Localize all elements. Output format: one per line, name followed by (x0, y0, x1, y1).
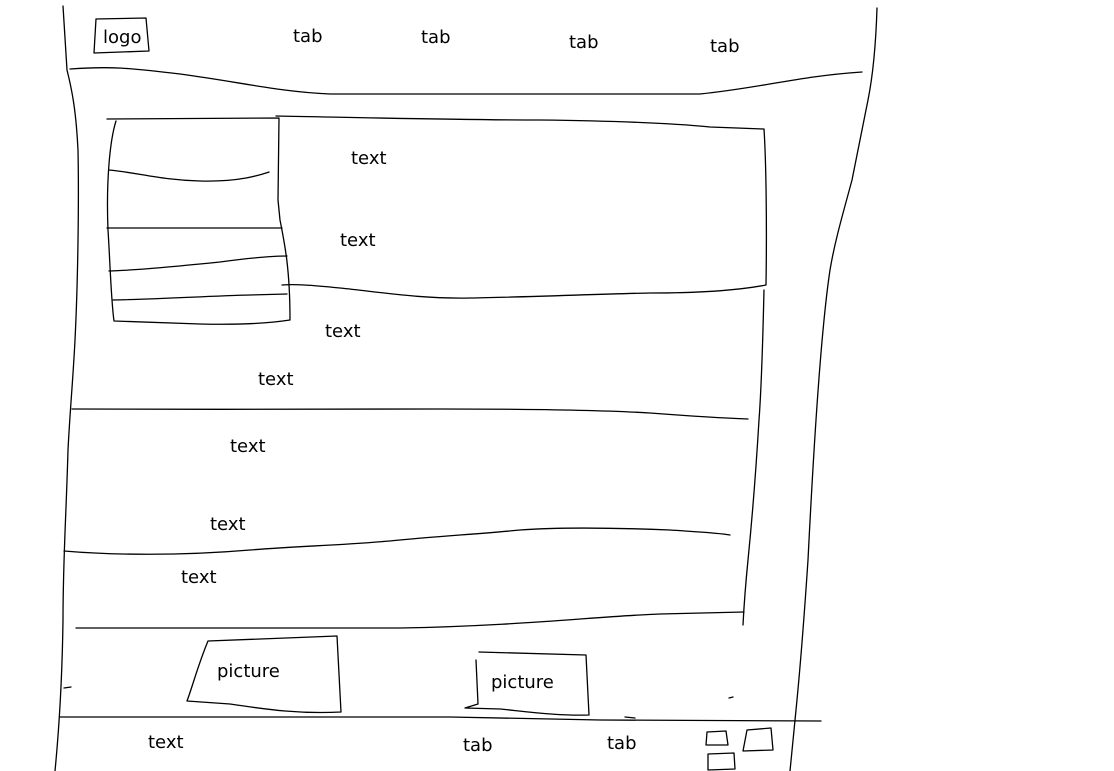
header-tab[interactable]: tab (421, 27, 451, 48)
section-divider (75, 611, 745, 629)
footer-tab[interactable]: tab (463, 735, 493, 756)
stray-mark (624, 716, 636, 719)
footer-icon[interactable] (742, 727, 774, 752)
picture-label: picture (217, 661, 280, 682)
panel-text: text (351, 148, 387, 169)
sidebar-item-divider (112, 293, 288, 301)
header-tab[interactable]: tab (710, 36, 740, 57)
logo-box (93, 17, 150, 54)
page-left-edge (54, 5, 80, 771)
body-text: text (210, 514, 246, 535)
footer-icon[interactable] (707, 752, 736, 771)
body-text: text (230, 436, 266, 457)
section-divider (63, 527, 731, 555)
content-panel-top (275, 115, 768, 299)
footer-divider (59, 716, 822, 722)
content-right-border (742, 289, 765, 626)
page-right-edge (789, 7, 878, 771)
stray-mark (728, 696, 734, 699)
picture-box-left (186, 635, 342, 714)
footer-tab[interactable]: tab (607, 733, 637, 754)
stray-mark (63, 686, 72, 689)
footer-icon[interactable] (705, 730, 729, 746)
footer-text: text (148, 732, 184, 753)
section-divider (71, 408, 749, 420)
body-text: text (258, 369, 294, 390)
sidebar-menu-box (106, 117, 291, 325)
header-tab[interactable]: tab (569, 32, 599, 53)
picture-box-right (464, 651, 590, 716)
logo[interactable]: logo (103, 27, 142, 48)
sidebar-item-divider (108, 169, 270, 182)
header-divider (69, 66, 863, 95)
picture-label: picture (491, 672, 554, 693)
header-tab[interactable]: tab (293, 26, 323, 47)
body-text: text (325, 321, 361, 342)
body-text: text (181, 567, 217, 588)
panel-text: text (340, 230, 376, 251)
sidebar-item-divider (108, 255, 288, 272)
